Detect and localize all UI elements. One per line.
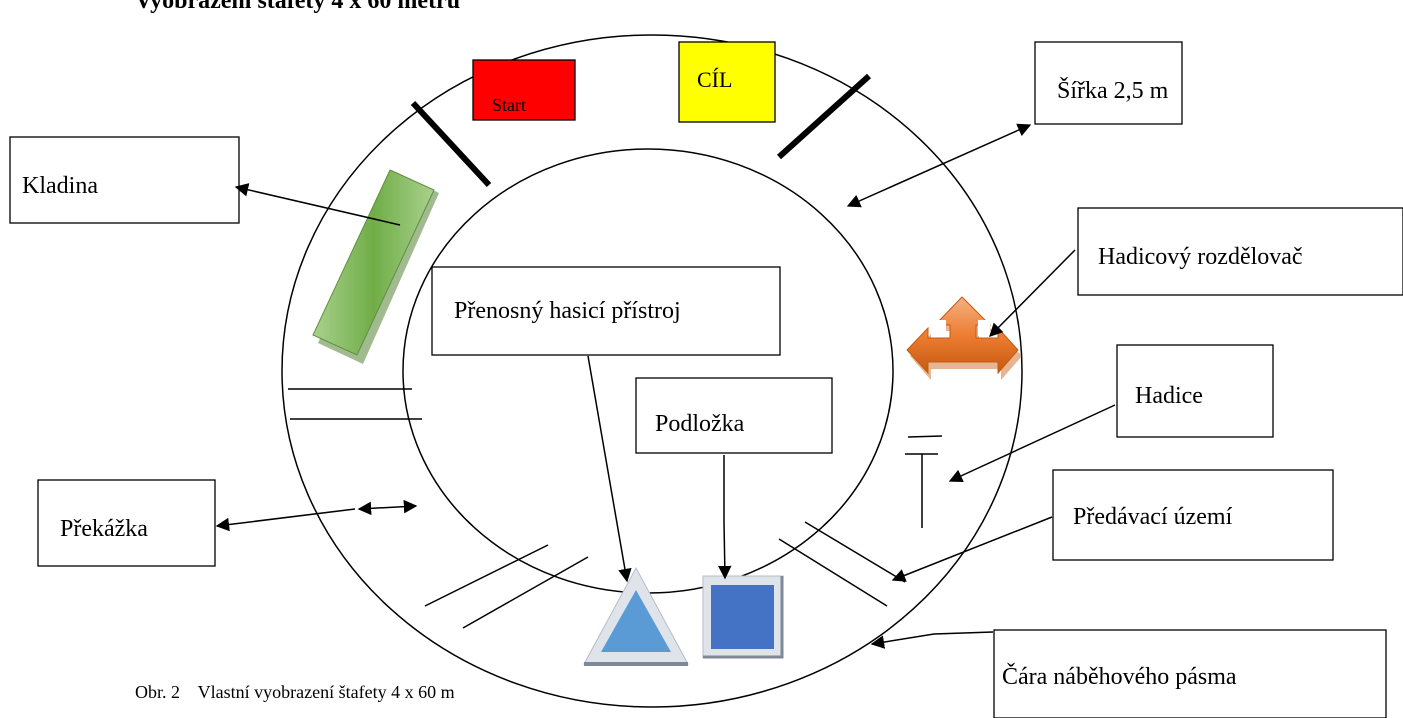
balance-beam (312, 169, 439, 364)
start-line (410, 100, 492, 188)
callout-handover-zone-box (1052, 469, 1334, 561)
mat-icon (702, 575, 784, 659)
callout-beam-label: Kladina (22, 173, 98, 199)
callout-mat: Podložka (635, 377, 833, 454)
arrow-handover-zone (891, 516, 1053, 582)
callout-mat-label: Podložka (655, 411, 745, 437)
start-box-fill (472, 59, 576, 121)
hose-symbol (905, 435, 943, 528)
finish-line (776, 73, 872, 160)
mat-square (711, 585, 774, 649)
arrow-mat (718, 455, 732, 580)
callout-hose-label: Hadice (1135, 383, 1203, 409)
callout-width-label: Šířka 2,5 m (1057, 77, 1169, 104)
start-box: Start (472, 59, 576, 121)
callout-run-up-line-label: Čára náběhového pásma (1002, 663, 1237, 690)
finish-label: CÍL (697, 67, 732, 92)
finish-box-fill (678, 41, 776, 123)
arrow-splitter (989, 249, 1076, 337)
callout-splitter: Hadicový rozdělovač (1077, 207, 1403, 296)
callout-hose-box (1116, 344, 1274, 438)
callout-obstacle-label: Překážka (60, 516, 148, 542)
extinguisher-icon (583, 566, 689, 666)
arrow-run-up-line (870, 631, 994, 649)
callout-handover-zone-label: Předávací území (1073, 504, 1233, 530)
callout-obstacle: Překážka (37, 479, 216, 567)
callout-mat-box (635, 377, 833, 454)
callout-obstacle-box (37, 479, 216, 567)
outer-track-circle (281, 34, 1023, 708)
hose-symbol-top (907, 435, 943, 438)
callout-beam-box (9, 136, 240, 224)
arrow-obstacle (215, 508, 356, 532)
arrow-extinguisher (587, 355, 632, 583)
callout-extinguisher: Přenosný hasicí přístroj (431, 266, 781, 356)
handover-line-right-a (778, 538, 888, 607)
inner-track-circle (402, 148, 894, 594)
diagram-title: Vyobrazení štafety 4 x 60 metrů (135, 0, 460, 14)
callout-extinguisher-label: Přenosný hasicí přístroj (454, 298, 681, 324)
handover-line-right-b (804, 521, 906, 583)
extinguisher-triangle (601, 590, 671, 652)
arrow-beam (234, 183, 401, 226)
callout-run-up-line: Čára náběhového pásma (993, 629, 1387, 718)
hose-splitter-shape (906, 296, 1019, 375)
callout-width: Šířka 2,5 m (1034, 41, 1183, 125)
handover-line-left-b (462, 556, 589, 629)
callout-extinguisher-box (431, 266, 781, 356)
arrow-hose (948, 404, 1116, 483)
figure-caption: Obr. 2 Vlastní vyobrazení štafety 4 x 60… (135, 682, 455, 702)
handover-line-left-a (424, 544, 549, 607)
arrow-obstacle-double (357, 499, 418, 516)
hose-splitter-icon (906, 296, 1022, 380)
callout-hose: Hadice (1116, 344, 1274, 438)
callout-splitter-label: Hadicový rozdělovač (1098, 244, 1303, 270)
start-label: Start (492, 95, 526, 115)
hose-splitter-notch-right (978, 320, 990, 336)
callout-run-up-line-box (993, 629, 1387, 718)
balance-beam-shape (312, 169, 435, 356)
callout-handover-zone: Předávací území (1052, 469, 1334, 561)
hose-splitter-notch-left (934, 320, 946, 336)
callout-beam: Kladina (9, 136, 240, 224)
finish-box: CÍL (678, 41, 776, 123)
arrow-width-double (846, 123, 1032, 208)
callout-width-box (1034, 41, 1183, 125)
callout-splitter-box (1077, 207, 1403, 296)
